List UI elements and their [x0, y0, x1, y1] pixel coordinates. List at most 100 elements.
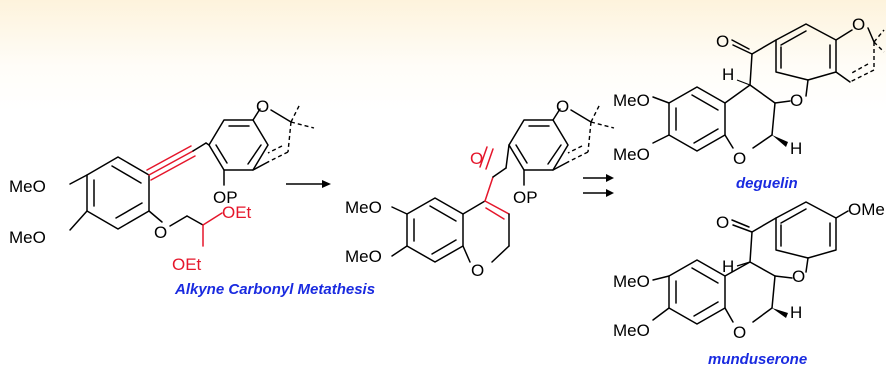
double-bond [693, 128, 719, 144]
methyl-dashed [290, 121, 315, 129]
bond [462, 200, 486, 215]
stereo-wedge [772, 308, 788, 318]
oxygen-label: O [852, 15, 865, 34]
op-label-int: OP [513, 188, 538, 207]
bond [805, 79, 809, 97]
bond [186, 215, 204, 226]
meo-label-deg-2: MeO [613, 145, 650, 164]
bond [724, 84, 751, 104]
bond [462, 245, 471, 263]
alkyne-bond [150, 155, 196, 181]
oxygen-label: O [790, 91, 803, 110]
d-ring [775, 201, 837, 259]
oxygen-label: O [792, 267, 805, 286]
bond [552, 108, 561, 121]
bond [252, 161, 269, 171]
intermediate: MeO MeO O O O OP [345, 97, 615, 280]
bond [751, 217, 777, 233]
bond [771, 102, 776, 136]
ring-dashed [849, 63, 869, 75]
product1-name: deguelin [736, 175, 798, 192]
bond [751, 39, 777, 55]
methyl-dashed [590, 121, 615, 129]
bond [749, 231, 753, 263]
bond [492, 167, 507, 178]
oxygen-label: O [716, 213, 729, 232]
stereo-wedge [772, 135, 788, 147]
ring-dashed [267, 145, 283, 154]
carbonyl-bond [731, 39, 750, 50]
bond [867, 27, 875, 43]
double-bond [215, 144, 228, 164]
ring-dashed [567, 145, 583, 154]
meo-label-int-1: MeO [345, 198, 382, 217]
methyl-dashed [590, 103, 601, 123]
acetal-bond [202, 212, 223, 226]
oxygen-label: O [733, 323, 746, 342]
bond [752, 307, 773, 323]
enone-double-bond [485, 207, 505, 220]
oxygen-label: O [256, 97, 269, 116]
bond [774, 100, 791, 104]
meo-label-deg-1: MeO [613, 91, 650, 110]
bond [749, 53, 753, 86]
bond [724, 307, 734, 323]
ring-dashed [287, 121, 292, 153]
double-bond [691, 267, 719, 284]
product2-name: munduserone [708, 351, 807, 368]
h-label: H [790, 303, 802, 322]
bond [805, 257, 809, 273]
oet-label-1: OEt [222, 203, 252, 222]
carbonyl-bond [732, 224, 753, 233]
bond [69, 210, 88, 231]
double-bond [693, 301, 719, 317]
h-label: H [790, 139, 802, 158]
product-munduserone: MeO MeO O H H O O OMe [613, 200, 885, 342]
ring-dashed [849, 69, 875, 83]
double-bond [111, 165, 142, 184]
carbonyl-bond [731, 219, 750, 228]
double-bond [691, 94, 719, 111]
meo-label-sm-2: MeO [9, 228, 46, 247]
alkyne-bond [146, 145, 192, 171]
h-label: H [722, 65, 734, 84]
meo-label-mun-1: MeO [613, 272, 650, 291]
bond [749, 84, 776, 104]
bond [552, 161, 569, 171]
bond [491, 245, 510, 263]
bond [652, 307, 670, 321]
bond [270, 109, 292, 123]
bond [749, 261, 776, 277]
methyl-dashed [873, 41, 885, 53]
double-bond [431, 239, 457, 255]
bond [169, 215, 188, 227]
bond [148, 210, 163, 223]
oxygen-label: O [716, 32, 729, 51]
oxygen-label: O [154, 223, 167, 242]
bond [391, 206, 408, 215]
alkyne-bond [148, 150, 194, 176]
reaction-type-caption: Alkyne Carbonyl Metathesis [174, 281, 375, 298]
carbonyl-bond [732, 44, 753, 55]
ring-dashed [587, 121, 592, 153]
bond [771, 275, 776, 309]
h-label: H [722, 257, 734, 276]
meo-label-sm-1: MeO [9, 177, 46, 196]
oxygen-label: O [556, 97, 569, 116]
oet-label-2: OEt [172, 255, 202, 274]
bond [774, 275, 793, 279]
bond [652, 134, 670, 144]
bond [835, 210, 849, 219]
ring-dashed [267, 151, 289, 163]
ring-dashed [567, 151, 589, 163]
bond [570, 109, 592, 123]
carbonyl-o-label: O [470, 149, 483, 168]
reaction-arrow [286, 180, 331, 188]
carbonyl-bond [485, 148, 494, 170]
double-bond [547, 144, 562, 165]
bond [505, 144, 510, 169]
bond [835, 71, 851, 83]
methyl-dashed [873, 29, 885, 43]
double-bond [515, 144, 528, 164]
